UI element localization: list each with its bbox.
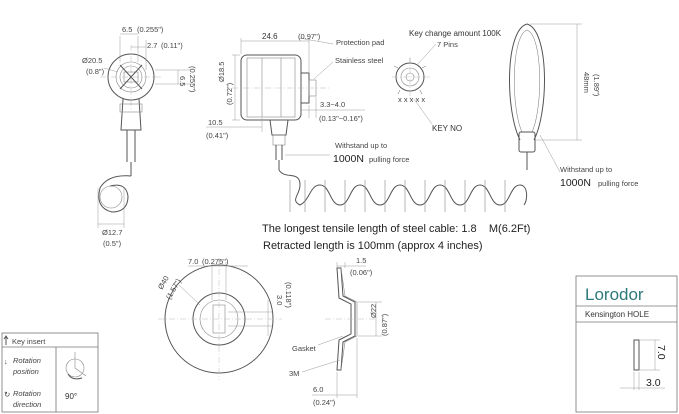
side-dim-front-mm: 10.5 <box>208 118 223 127</box>
front-dim-dia-mm: Ø20.5 <box>82 56 102 65</box>
rotation-position-line2: position <box>12 367 39 376</box>
brand-logo: Lorodor <box>585 285 644 304</box>
loop-dim-in: (0.5") <box>103 239 122 248</box>
key-insert-label: Key insert <box>12 337 46 346</box>
loop-dim-mm: Ø12.7 <box>102 228 122 237</box>
gasket-view: 1.5 (0.06") Ø22 (0.87") Gasket 3M 6.0 (0… <box>289 256 389 407</box>
rotation-direction-line1: Rotation <box>13 389 41 398</box>
hole-dim-side-mm: 3.0 <box>275 295 284 305</box>
front-dim-inner-in: (0.11") <box>161 41 183 50</box>
side-view: 24.6 (0.97") Protection pad Stainless st… <box>206 32 528 212</box>
loop-view: 48mm (1.89") Withstand up to 1000N pulli… <box>509 23 638 189</box>
loop-force-value: 1000N <box>560 177 591 189</box>
side-dim-range-mm: 3.3~4.0 <box>320 100 345 109</box>
side-force-unit: pulling force <box>369 155 409 164</box>
protection-pad-label: Protection pad <box>336 38 384 47</box>
title-dim-h: 7.0 <box>655 345 667 360</box>
tape-label: 3M <box>289 369 299 378</box>
side-dim-dia-in: (0.72") <box>225 82 234 105</box>
key-no-label: KEY NO <box>432 124 462 133</box>
side-dim-range-in: (0.13"~0.16") <box>319 114 363 123</box>
side-withstand-label: Withstand up to <box>335 141 387 150</box>
side-dim-dia-mm: Ø18.5 <box>217 62 226 82</box>
rotation-direction-line2: direction <box>13 400 41 409</box>
title-block: Lorodor Kensington HOLE 7.0 3.0 <box>575 275 678 413</box>
front-view: 6.5 (0.255") 2.7 (0.11") Ø20.5 (0.8") 6.… <box>82 25 197 248</box>
gasket-dim-bottom-in: (0.24") <box>313 398 336 407</box>
cable-info: The longest tensile length of steel cabl… <box>262 223 530 252</box>
arrow-marker-2: ↻ <box>4 390 10 399</box>
gasket-dim-dia-in: (0.87") <box>380 313 389 336</box>
pins-label: 7 Pins <box>437 40 458 49</box>
front-dim-width-in: (0.255") <box>137 25 164 34</box>
kensington-hole-title: Kensington HOLE <box>585 310 649 319</box>
title-dim-w: 3.0 <box>646 377 661 389</box>
cable-tensile-length: The longest tensile length of steel cabl… <box>262 223 530 235</box>
cable-retracted-length: Retracted length is 100mm (approx 4 inch… <box>263 240 483 252</box>
arrow-marker-1: ↓ <box>4 357 8 366</box>
side-dim-front-in: (0.41") <box>206 131 229 140</box>
front-dim-side-mm: 6.5 <box>178 76 187 86</box>
hole-dim-top-in: (0.275") <box>202 257 229 266</box>
angle-label: 90° <box>65 392 77 401</box>
loop-dim-height-mm: 48mm <box>582 72 591 93</box>
key-change-label: Key change amount 100K <box>409 29 502 38</box>
rotation-arrow-icon <box>67 373 83 380</box>
rotation-position-line1: Rotation <box>13 356 41 365</box>
loop-force-unit: pulling force <box>598 179 638 188</box>
front-dim-width-mm: 6.5 <box>122 25 132 34</box>
side-force-value: 1000N <box>333 153 364 165</box>
key-placeholder-mark: x x x x x <box>398 95 425 104</box>
front-dim-inner-mm: 2.7 <box>147 41 157 50</box>
gasket-dim-bottom-mm: 6.0 <box>313 385 323 394</box>
gasket-label: Gasket <box>292 344 317 353</box>
gasket-dim-top-mm: 1.5 <box>356 256 366 265</box>
legend-box: Key insert ↓ Rotation position ↻ Rotatio… <box>1 332 99 413</box>
hole-view: 7.0 (0.275") Ø40 (1.57") 3.0 (0.118") <box>156 257 293 380</box>
stainless-steel-label: Stainless steel <box>335 56 384 65</box>
hole-dim-side-in: (0.118") <box>284 282 293 308</box>
gasket-dim-top-in: (0.06") <box>350 268 373 277</box>
front-dim-side-in: (0.255") <box>188 66 197 93</box>
hole-dim-top-mm: 7.0 <box>188 257 198 266</box>
loop-dim-height-in: (1.89") <box>592 74 601 97</box>
loop-withstand-label: Withstand up to <box>560 165 612 174</box>
gasket-dim-dia-mm: Ø22 <box>369 304 378 318</box>
side-dim-length-mm: 24.6 <box>262 32 278 41</box>
key-view: x x x x x Key change amount 100K 7 Pins … <box>392 29 502 133</box>
front-dim-dia-in: (0.8") <box>86 67 105 76</box>
side-dim-length-in: (0.97") <box>298 32 321 41</box>
